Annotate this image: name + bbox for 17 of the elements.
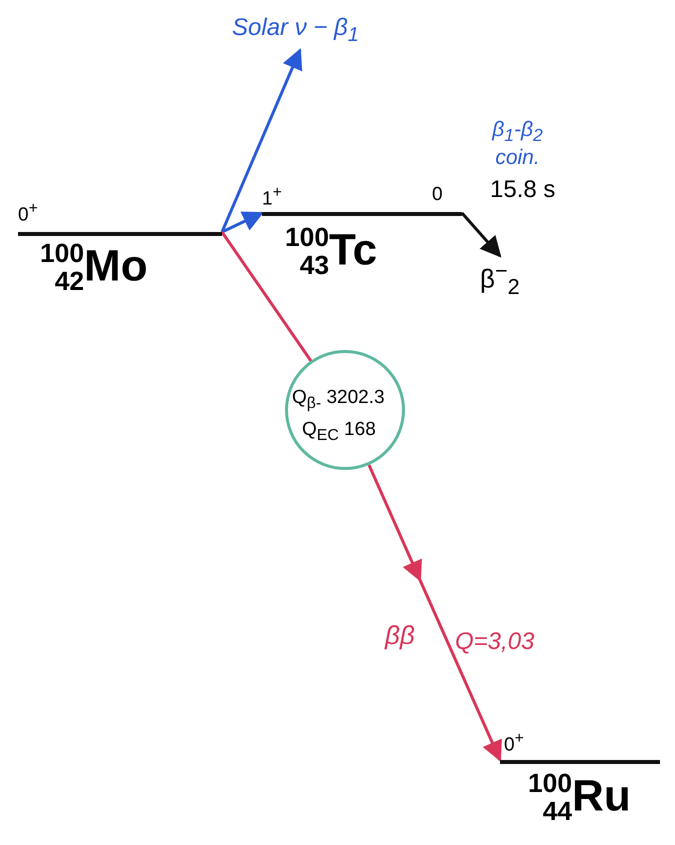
decay-mode-label: ββ — [385, 620, 415, 651]
arrow — [460, 212, 502, 258]
arrow — [220, 48, 302, 233]
q-value-label: Q$_{EC}$ 168 — [302, 419, 376, 445]
note-label: β$_{1}$-β$_{2}$ coin. — [490, 118, 544, 170]
arrow — [368, 464, 502, 762]
spin-label: 0$^{+}$ — [18, 200, 38, 226]
line — [220, 231, 312, 362]
q-value-circle — [285, 350, 405, 470]
half-life-label: 15.8 s — [490, 176, 556, 204]
energy-label: 0 — [432, 184, 443, 206]
spin-label: 0$^{+}$ — [504, 730, 524, 756]
decay-mode-label: Solar ν − β$_{1}$ — [232, 14, 359, 47]
spin-label: 1$^{+}$ — [262, 184, 282, 210]
q-value-label: Q=3,03 — [455, 628, 534, 656]
arrow — [221, 212, 264, 234]
q-value-label: Q$_{β-}$ 3202.3 — [292, 387, 385, 413]
